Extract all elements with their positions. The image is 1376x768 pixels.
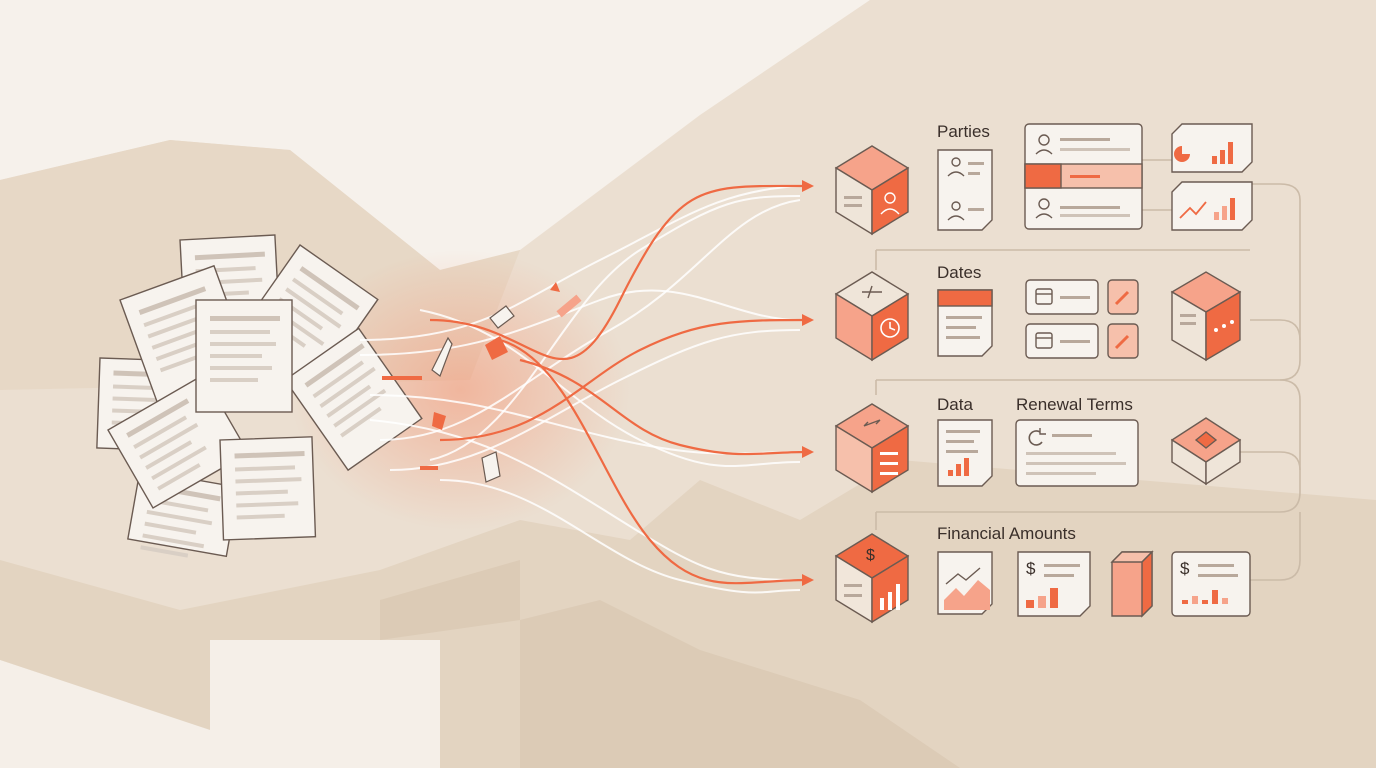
party-chart-panel: [1171, 123, 1253, 173]
renewal-output-cube: [1170, 417, 1242, 486]
arrow-head: [802, 180, 814, 192]
dates-output-cube: [1170, 271, 1242, 362]
financial-chart-card: [937, 551, 993, 615]
category-cubes: $: [834, 145, 910, 624]
party-trend-panel: [1171, 181, 1253, 231]
dollar-icon: $: [1026, 559, 1036, 578]
category-label-renewal-terms: Renewal Terms: [1016, 395, 1133, 414]
document-pile: [96, 234, 423, 562]
arrow-head: [802, 314, 814, 326]
data-cube: [834, 403, 910, 494]
row-connectors: [875, 159, 1301, 581]
arrow-to-financial: [499, 338, 807, 585]
person-icon: [951, 157, 961, 167]
category-label-data: Data: [937, 395, 973, 414]
dollar-icon: $: [866, 547, 875, 564]
extraction-arrows: [429, 184, 807, 585]
party-record-card: [1024, 123, 1143, 230]
dates-cube: [834, 271, 910, 362]
date-edit-start: [1107, 279, 1139, 315]
calendar-icon: [1035, 288, 1053, 305]
person-icon: [1038, 134, 1050, 146]
financial-row: $ $: [937, 550, 1251, 618]
financial-output-block: [1110, 550, 1154, 618]
data-row: [937, 417, 1242, 487]
arrow-head: [802, 446, 814, 458]
data-document-card: [937, 419, 993, 487]
parties-cube: [834, 145, 910, 236]
arrow-heads: [802, 180, 814, 586]
refresh-icon: [1028, 430, 1043, 446]
person-icon: [951, 201, 961, 211]
category-label-dates: Dates: [937, 263, 982, 282]
parties-row: [937, 123, 1253, 231]
person-icon: [884, 192, 896, 204]
financial-amount-card-2: $: [1171, 551, 1251, 617]
financial-cube: $: [834, 533, 910, 624]
party-document-card: [937, 149, 993, 231]
arrow-to-dates: [439, 318, 807, 442]
document-sheet: [195, 299, 293, 413]
floating-fragments: [382, 282, 582, 483]
financial-amount-card-1: $: [1017, 551, 1091, 617]
date-document-card: [937, 289, 993, 357]
person-icon: [1038, 198, 1050, 210]
arrow-to-parties: [429, 184, 807, 361]
document-sheet: [284, 327, 423, 472]
clock-icon: [880, 318, 900, 338]
date-field-start: [1025, 279, 1099, 315]
category-label-parties: Parties: [937, 122, 990, 141]
renewal-terms-card: [1015, 419, 1139, 487]
calendar-icon: [1035, 332, 1053, 349]
document-sheet: [219, 436, 317, 541]
arrow-to-data: [519, 358, 807, 456]
date-edit-end: [1107, 323, 1139, 359]
pencil-icon: [1114, 290, 1130, 306]
pencil-icon: [1114, 334, 1130, 350]
date-field-end: [1025, 323, 1099, 359]
arrow-head: [802, 574, 814, 586]
dollar-icon: $: [1180, 559, 1190, 578]
category-label-financial-amounts: Financial Amounts: [937, 524, 1076, 543]
dates-row: [937, 271, 1242, 362]
